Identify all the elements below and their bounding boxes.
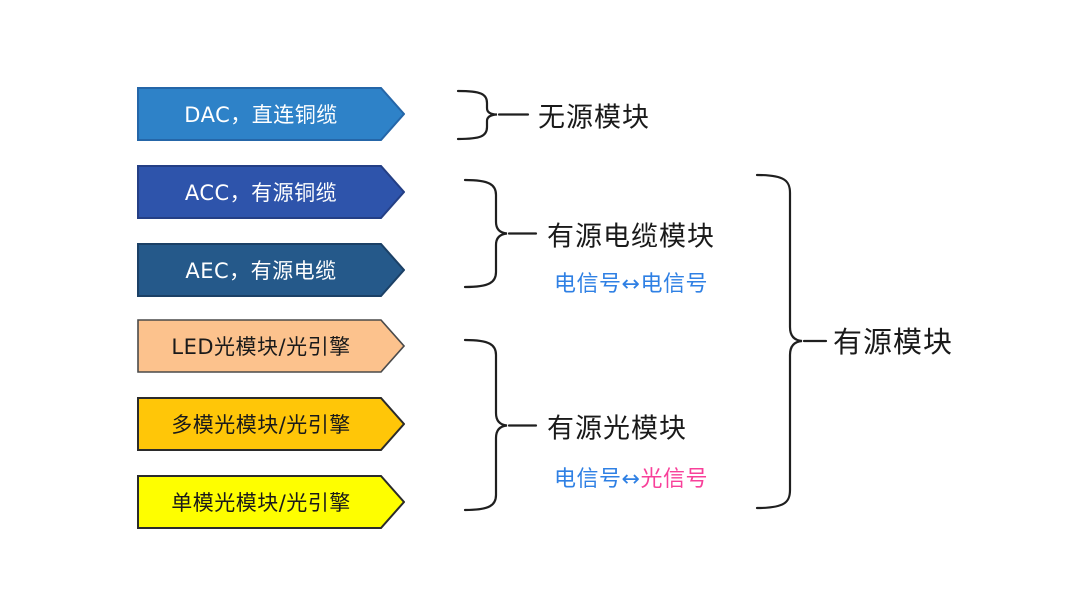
arrow-aec: AEC，有源电缆 [137, 243, 405, 297]
arrow-multimode-module-label: 多模光模块/光引擎 [171, 413, 351, 437]
label-active-cable-module: 有源电缆模块 [547, 221, 715, 253]
label-passive-module: 无源模块 [538, 102, 650, 134]
signal-from-text: 电信号 [554, 272, 622, 297]
arrow-shape [137, 475, 405, 529]
arrow-shape [137, 397, 405, 451]
signal-to-text: 电信号 [640, 272, 708, 297]
label-active-optical-module: 有源光模块 [547, 413, 687, 445]
arrow-led-module: LED光模块/光引擎 [137, 319, 405, 373]
arrow-multimode-module: 多模光模块/光引擎 [137, 397, 405, 451]
signal-electric-to-optical: 电信号↔光信号 [554, 461, 708, 493]
arrow-acc-label: ACC，有源铜缆 [184, 181, 338, 205]
arrow-led-module-label: LED光模块/光引擎 [171, 335, 351, 359]
arrow-dac: DAC，直连铜缆 [137, 87, 405, 141]
brace-passive-module [456, 89, 498, 141]
signal-to-text: 光信号 [640, 467, 708, 492]
arrow-singlemode-module-label: 单模光模块/光引擎 [171, 491, 351, 515]
brace-active-module-group [755, 173, 803, 510]
arrow-dac-label: DAC，直连铜缆 [184, 103, 338, 127]
signal-electric-to-electric: 电信号↔电信号 [554, 266, 708, 298]
signal-from-text: 电信号 [554, 467, 622, 492]
brace-active-cable-group [463, 178, 508, 289]
arrow-shape [137, 243, 405, 297]
bidirectional-arrow-icon: ↔ [621, 467, 641, 492]
arrow-acc: ACC，有源铜缆 [137, 165, 405, 219]
label-active-module: 有源模块 [833, 325, 954, 359]
arrow-shape [137, 165, 405, 219]
brace-active-optical-group [463, 338, 508, 512]
arrow-singlemode-module: 单模光模块/光引擎 [137, 475, 405, 529]
arrow-aec-label: AEC，有源电缆 [185, 259, 337, 283]
arrow-shape [137, 87, 405, 141]
bidirectional-arrow-icon: ↔ [621, 272, 641, 297]
arrow-shape [137, 319, 405, 373]
